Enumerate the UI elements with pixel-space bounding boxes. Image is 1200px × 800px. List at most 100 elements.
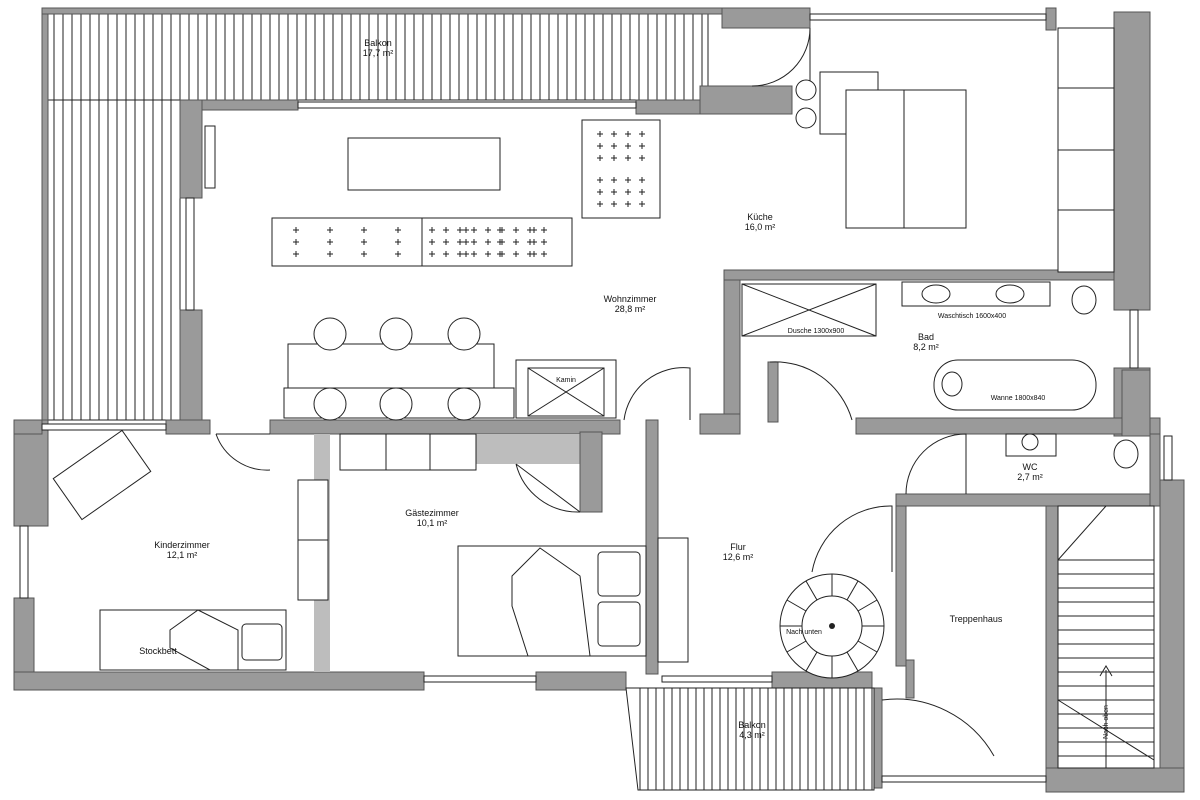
living-left-wall-lower (179, 309, 203, 421)
room-name-wc: WC (1023, 462, 1038, 472)
kitchen-island-left (845, 89, 905, 229)
cushion-stitch (625, 155, 631, 161)
cushion-stitch (541, 251, 547, 257)
cushion-stitch (611, 131, 617, 137)
room-area-wc: 2,7 m² (1017, 472, 1043, 482)
toilet-icon (1071, 285, 1097, 315)
flur-right-wall (895, 505, 907, 667)
cushion-stitch (499, 227, 505, 233)
sink-icon (995, 284, 1025, 304)
cushion-stitch (611, 143, 617, 149)
closet-wall (474, 434, 594, 464)
bath-bottom-wall (855, 417, 1161, 435)
cushion-stitch (611, 155, 617, 161)
cushion-stitch (463, 227, 469, 233)
cushion-stitch (611, 189, 617, 195)
spiral-step (805, 580, 818, 601)
kinder-furniture (52, 429, 329, 671)
bathtub (933, 359, 1097, 411)
cushion-stitch (611, 201, 617, 207)
room-area-wohnzimmer: 28,8 m² (615, 304, 646, 314)
fixture-stockbett: Stockbett (139, 646, 177, 656)
cushion-stitch (597, 143, 603, 149)
blanket (169, 609, 239, 671)
blanket (511, 547, 591, 657)
cushion-stitch (395, 251, 401, 257)
cushion-stitch (395, 239, 401, 245)
dining-chair (447, 317, 481, 351)
guest-furniture (339, 433, 647, 657)
cushion-stitch (457, 227, 463, 233)
cushion-stitch (499, 251, 505, 257)
living-bottom-wall (269, 419, 621, 435)
cushion-stitch (471, 227, 477, 233)
cushion-stitch (639, 131, 645, 137)
cushion-stitch (429, 239, 435, 245)
dining-table (287, 343, 495, 395)
balcony-bottom-decking (625, 687, 875, 791)
cushion-stitch (527, 251, 533, 257)
kinder-left-wall-upper (13, 419, 49, 527)
cushion-stitch (293, 227, 299, 233)
room-name-balkon-bottom: Balkon (738, 720, 766, 730)
balcony-bottom-post (905, 659, 915, 699)
cushion-stitch (639, 189, 645, 195)
coffee-table (347, 137, 501, 191)
fixture-nach-oben: Nach oben (1103, 705, 1110, 739)
cushion-stitch (527, 239, 533, 245)
cushion-stitch (361, 227, 367, 233)
stair-winder (1057, 505, 1107, 561)
cushion-stitch (327, 239, 333, 245)
cushion-stitch (457, 239, 463, 245)
spiral-step (786, 640, 807, 653)
dining-chair (447, 387, 481, 421)
bath-fixtures (741, 281, 1097, 411)
kitchen-island-right (903, 89, 967, 229)
cushion-stitch (639, 201, 645, 207)
dining-chair (313, 317, 347, 351)
cushion-stitch (541, 239, 547, 245)
fixture-waschtisch: Waschtisch 1600x400 (938, 313, 1006, 320)
kinder-top-wall-right (165, 419, 211, 435)
cushion-stitch (639, 155, 645, 161)
cushion-stitch (485, 251, 491, 257)
bath-left-wall (723, 275, 741, 421)
cushion-stitch (429, 251, 435, 257)
balcony-side-area (47, 99, 181, 421)
pillow (241, 623, 283, 661)
cushion-stitch (293, 239, 299, 245)
spiral-step (786, 599, 807, 612)
cushion-stitch (429, 227, 435, 233)
room-name-kinderzimmer: Kinderzimmer (154, 540, 210, 550)
guest-wardrobe (339, 433, 477, 471)
flur-wardrobe (657, 537, 689, 663)
cushion-stitch (639, 177, 645, 183)
kitchen-top-wall-left (721, 7, 811, 29)
cushion-stitch (361, 239, 367, 245)
wc-right-wall (1149, 433, 1161, 507)
stair-left-wall (1045, 505, 1059, 791)
fixture-dusche: Dusche 1300x900 (788, 328, 845, 335)
bath-top-wall (723, 269, 1115, 281)
cushion-stitch (485, 227, 491, 233)
cushion-stitch (597, 201, 603, 207)
wc-fixtures (1005, 433, 1139, 469)
room-name-wohnzimmer: Wohnzimmer (604, 294, 657, 304)
toilet-icon (1113, 439, 1139, 469)
dining-chair (313, 387, 347, 421)
living-left-wall-upper (179, 99, 203, 199)
spiral-step (846, 580, 859, 601)
cushion-stitch (625, 201, 631, 207)
sink-icon (921, 284, 951, 304)
cushion-stitch (443, 239, 449, 245)
stair-bottom-wall (1045, 767, 1185, 793)
guest-right-wall (645, 419, 659, 675)
cushion-stitch (541, 227, 547, 233)
windows (19, 13, 1173, 783)
room-area-balkon-bottom: 4,3 m² (739, 730, 765, 740)
cushion-stitch (597, 189, 603, 195)
right-wall-upper (1113, 11, 1151, 311)
cushion-stitch (513, 251, 519, 257)
kinder-armchair (52, 429, 152, 521)
room-area-kueche: 16,0 m² (745, 222, 776, 232)
